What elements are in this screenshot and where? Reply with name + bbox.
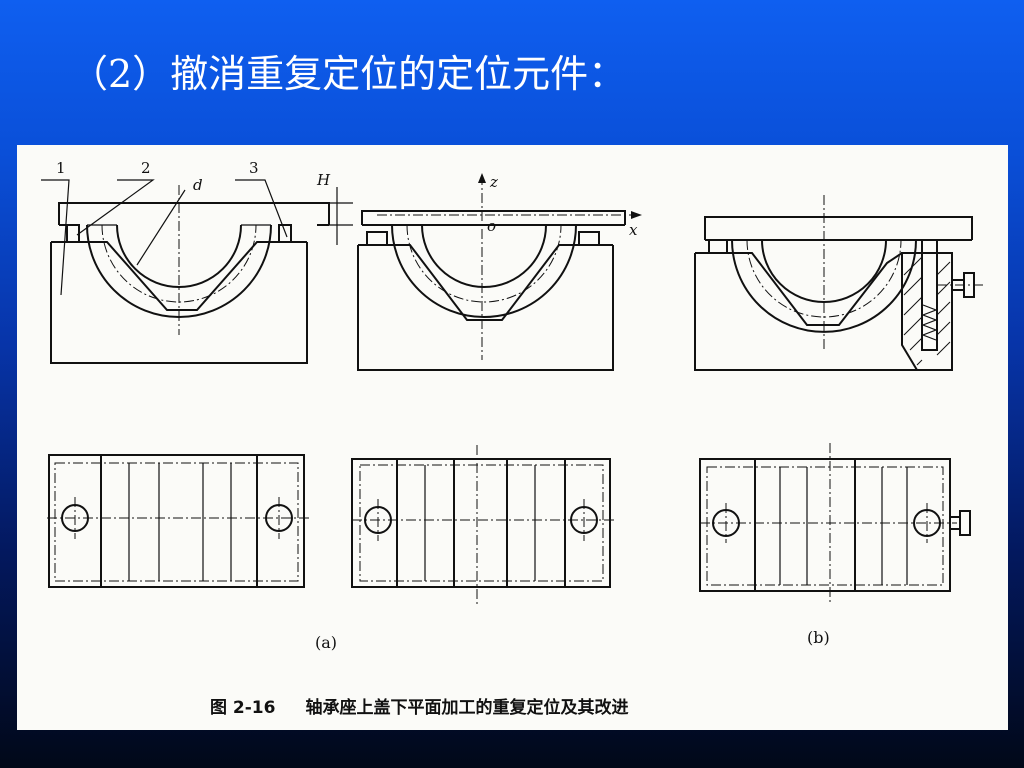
front-view-2: z x o <box>357 173 642 371</box>
part-label-3: 3 <box>249 159 259 177</box>
front-view-1: 1 2 3 d H <box>41 159 353 364</box>
dimension-label-d: d <box>193 176 203 194</box>
part-label-1: 1 <box>56 159 66 177</box>
dimension-label-h: H <box>316 171 331 189</box>
plan-view-3 <box>699 443 971 603</box>
engineering-drawing: 1 2 3 d H z x o <box>41 159 985 607</box>
axis-label-z: z <box>489 173 498 191</box>
axis-label-x: x <box>629 221 638 239</box>
caption-number: 图 2-16 <box>210 698 276 718</box>
figure-caption: 图 2-16 轴承座上盖下平面加工的重复定位及其改进 <box>210 693 810 718</box>
slide-title: （2）撤消重复定位的定位元件： <box>70 52 627 96</box>
plan-view-1 <box>47 454 309 588</box>
front-view-3 <box>694 195 985 371</box>
caption-text: 轴承座上盖下平面加工的重复定位及其改进 <box>305 698 629 718</box>
origin-label: o <box>487 217 496 235</box>
subfigure-label-b: (b) <box>807 628 830 647</box>
part-label-2: 2 <box>141 159 151 177</box>
subfigure-label-a: (a) <box>315 633 338 652</box>
figure-panel: 1 2 3 d H z x o <box>17 145 1008 730</box>
plan-view-2 <box>351 445 615 607</box>
